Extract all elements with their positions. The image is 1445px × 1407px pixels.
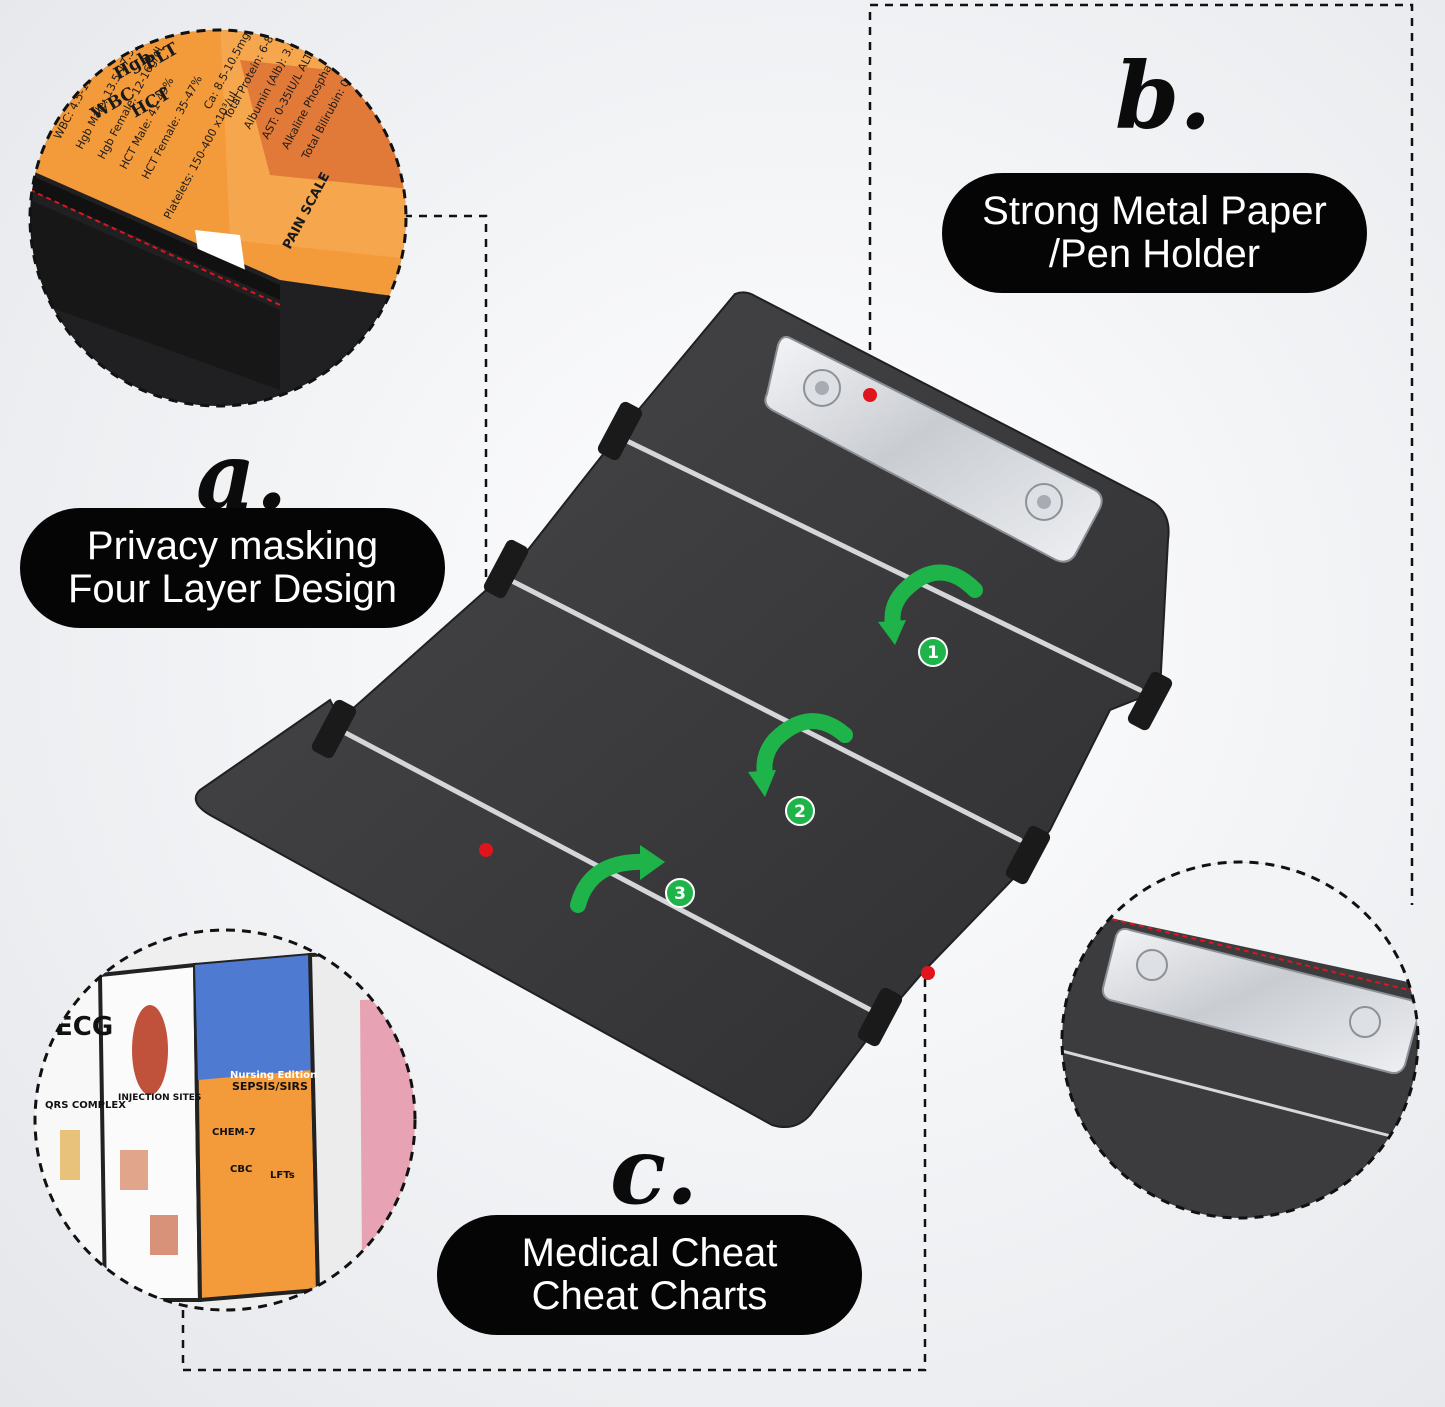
feature-c-letter: c. [610, 1117, 699, 1225]
chart-label-cbc: CBC [230, 1164, 252, 1175]
chart-label-qrs: QRS COMPLEX [45, 1100, 126, 1111]
hinge-rod-2 [507, 577, 1023, 843]
fold-arrows [570, 564, 983, 913]
connector-c [181, 975, 927, 1372]
feature-a-label: Privacy masking Four Layer Design [20, 508, 445, 628]
clipboard-board [194, 291, 1173, 1128]
step-badge-2: 2 [794, 802, 806, 822]
feature-c-label: Medical Cheat Cheat Charts [437, 1215, 862, 1335]
chart-label-chem7: CHEM-7 [212, 1127, 256, 1138]
hinge-rod-1 [622, 437, 1143, 693]
feature-c-line1: Medical Cheat [521, 1230, 778, 1275]
chart-label-sepsis: SEPSIS/SIRS [232, 1080, 308, 1093]
chart-label-ecg: ECG [55, 1012, 113, 1042]
marker-dots [479, 388, 935, 980]
zoom-circle-clip [1060, 860, 1420, 1220]
feature-a-line2: Four Layer Design [67, 567, 398, 611]
feature-a-line1: Privacy masking [86, 523, 379, 568]
feature-b-line1: Strong Metal Paper [982, 188, 1327, 233]
step-badge-1: 1 [927, 643, 939, 663]
step-badge-3: 3 [674, 884, 686, 904]
zoom-circle-privacy: WBC: 4.5-11 x10³/μL Hgb Male: 13.5-17.5g… [28, 28, 408, 408]
feature-b-label: Strong Metal Paper /Pen Holder [942, 173, 1367, 293]
fold-step-badges: 1 2 3 [665, 637, 948, 908]
feature-c-line2: Cheat Charts [531, 1274, 768, 1318]
connector-lines [181, 3, 1414, 1372]
feature-b-line2: /Pen Holder [1048, 232, 1261, 276]
chart-label-injection: INJECTION SITES [118, 1093, 201, 1103]
feature-a-letter: a. [196, 422, 288, 530]
chart-label-nursing: Nursing Edition [230, 1070, 317, 1081]
feature-b-letter: b. [1115, 42, 1212, 150]
connector-a [404, 214, 488, 850]
zoom-circle-charts: ECG QRS COMPLEX INJECTION SITES Nursing … [33, 928, 417, 1312]
connector-b [868, 3, 1414, 905]
chart-label-lfts: LFTs [270, 1170, 295, 1181]
metal-clip [764, 335, 1103, 563]
